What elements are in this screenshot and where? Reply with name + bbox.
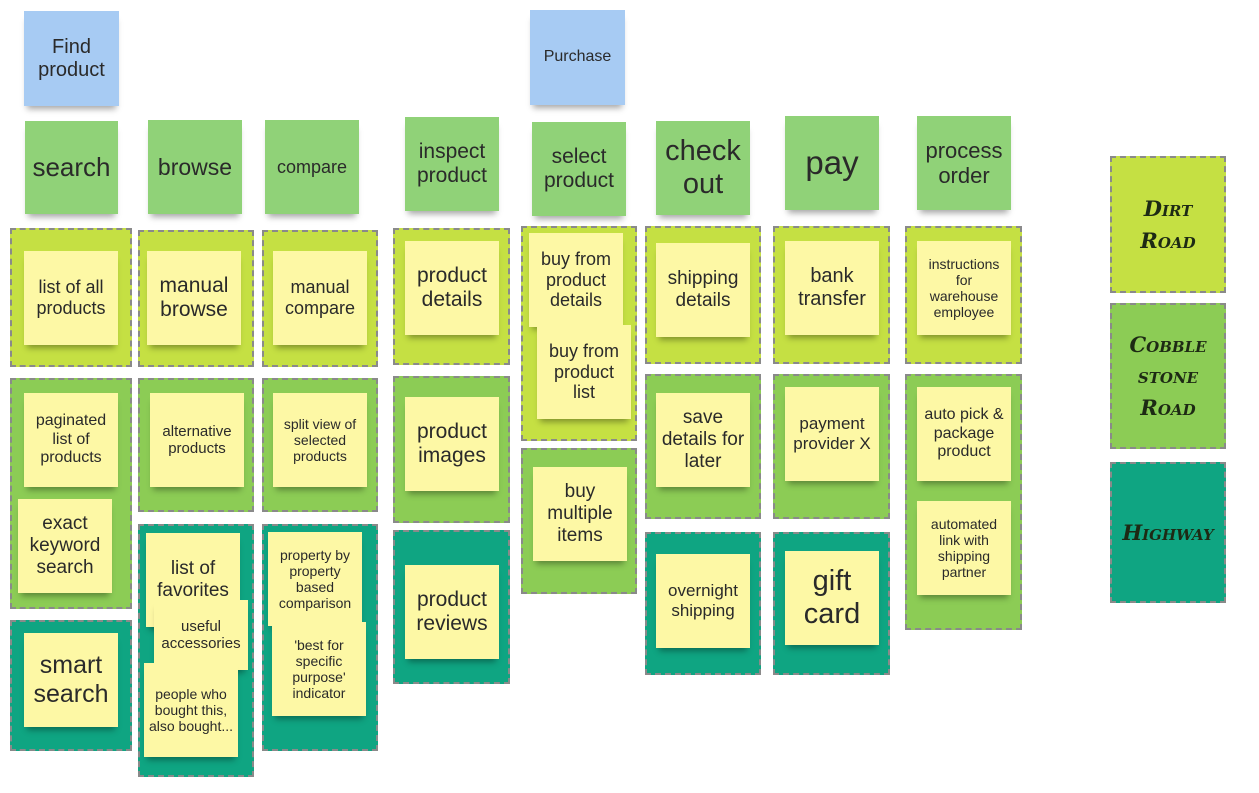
note-manual-browse[interactable]: manual browse — [147, 251, 241, 345]
note-paginated-list-of-products[interactable]: paginated list of products — [24, 393, 118, 487]
step-inspect-product[interactable]: inspect product — [405, 117, 499, 211]
note-exact-keyword-search[interactable]: exact keyword search — [18, 499, 112, 593]
step-check-out[interactable]: check out — [656, 121, 750, 215]
note-buy-from-product-list[interactable]: buy from product list — [537, 325, 631, 419]
note-bank-transfer[interactable]: bank transfer — [785, 241, 879, 335]
note-auto-pick-package[interactable]: auto pick & package product — [917, 387, 1011, 481]
note-product-details[interactable]: product details — [405, 241, 499, 335]
legend-dirt-road: Dirt Road — [1110, 156, 1226, 293]
note-buy-from-product-details[interactable]: buy from product details — [529, 233, 623, 327]
step-browse[interactable]: browse — [148, 120, 242, 214]
activity-purchase[interactable]: Purchase — [530, 10, 625, 105]
note-split-view[interactable]: split view of selected products — [273, 393, 367, 487]
note-list-of-all-products[interactable]: list of all products — [24, 251, 118, 345]
note-product-images[interactable]: product images — [405, 397, 499, 491]
note-warehouse-instructions[interactable]: instructions for warehouse employee — [917, 241, 1011, 335]
note-people-who-bought[interactable]: people who bought this, also bought... — [144, 663, 238, 757]
activity-find-product[interactable]: Find product — [24, 11, 119, 106]
note-overnight-shipping[interactable]: overnight shipping — [656, 554, 750, 648]
step-select-product[interactable]: select product — [532, 122, 626, 216]
step-process-order[interactable]: process order — [917, 116, 1011, 210]
note-automated-link-shipping[interactable]: automated link with shipping partner — [917, 501, 1011, 595]
note-alternative-products[interactable]: alternative products — [150, 393, 244, 487]
note-useful-accessories[interactable]: useful accessories — [154, 600, 248, 670]
note-property-comparison[interactable]: property by property based comparison — [268, 532, 362, 626]
note-best-for-purpose[interactable]: 'best for specific purpose' indicator — [272, 622, 366, 716]
legend-cobblestone-road: Cobble stone Road — [1110, 303, 1226, 449]
note-buy-multiple-items[interactable]: buy multiple items — [533, 467, 627, 561]
note-product-reviews[interactable]: product reviews — [405, 565, 499, 659]
note-gift-card[interactable]: gift card — [785, 551, 879, 645]
note-smart-search[interactable]: smart search — [24, 633, 118, 727]
step-pay[interactable]: pay — [785, 116, 879, 210]
step-compare[interactable]: compare — [265, 120, 359, 214]
step-search[interactable]: search — [25, 121, 118, 214]
note-save-details-for-later[interactable]: save details for later — [656, 393, 750, 487]
note-shipping-details[interactable]: shipping details — [656, 243, 750, 337]
note-manual-compare[interactable]: manual compare — [273, 251, 367, 345]
note-payment-provider-x[interactable]: payment provider X — [785, 387, 879, 481]
legend-highway: Highway — [1110, 462, 1226, 603]
